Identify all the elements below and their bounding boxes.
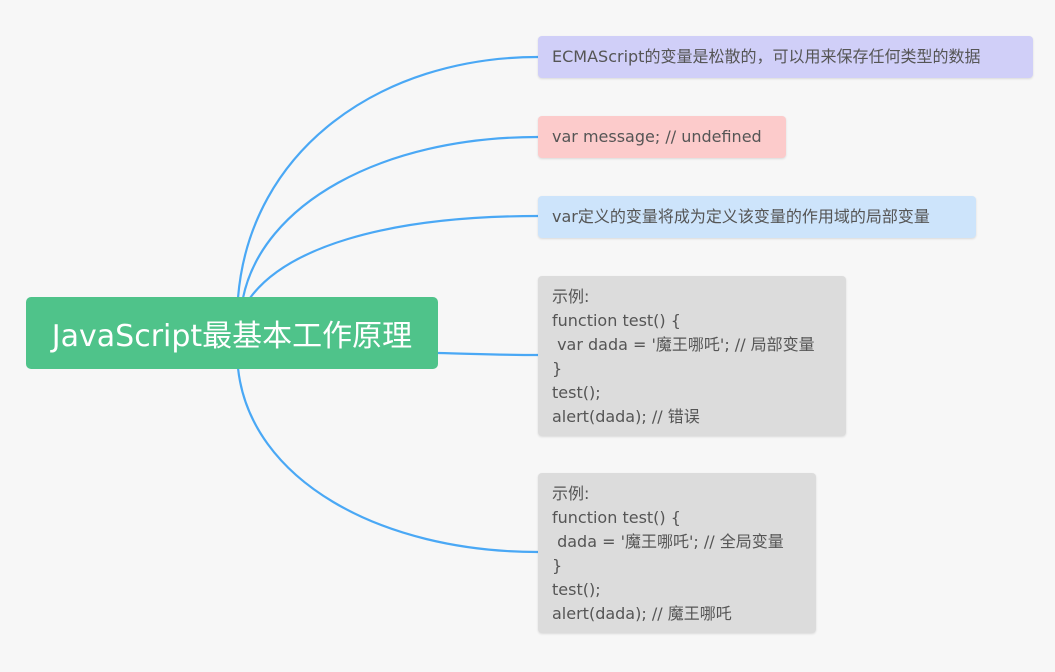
branch-line-5 bbox=[236, 367, 539, 554]
root-topic[interactable]: JavaScript最基本工作原理 bbox=[26, 297, 438, 369]
topic-example-global[interactable]: 示例: function test() { dada = '魔王哪吒'; // … bbox=[538, 473, 816, 633]
topic-local-variable[interactable]: var定义的变量将成为定义该变量的作用域的局部变量 bbox=[538, 196, 976, 238]
branch-line-4 bbox=[437, 351, 539, 357]
branch-line-2 bbox=[241, 135, 539, 299]
branch-line-1 bbox=[236, 55, 539, 299]
topic-var-message[interactable]: var message; // undefined bbox=[538, 116, 786, 158]
topic-loose-typing[interactable]: ECMAScript的变量是松散的，可以用来保存任何类型的数据 bbox=[538, 36, 1033, 78]
branch-line-3 bbox=[249, 214, 539, 299]
topic-example-local[interactable]: 示例: function test() { var dada = '魔王哪吒';… bbox=[538, 276, 846, 436]
